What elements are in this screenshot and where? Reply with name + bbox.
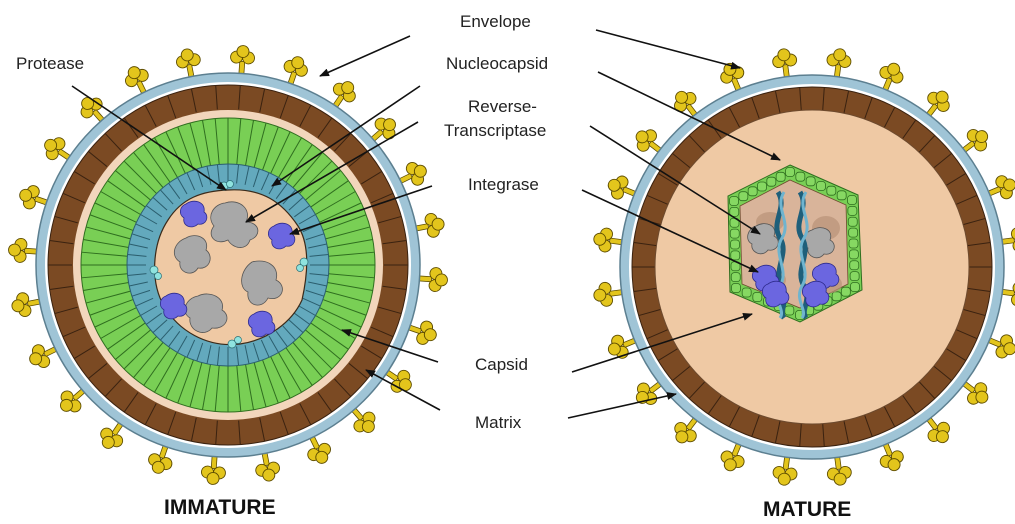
enzyme-blob [802, 281, 829, 307]
title-mature: MATURE [763, 498, 851, 521]
label-protease: Protease [16, 54, 84, 73]
label-integrase: Integrase [468, 175, 539, 194]
label-capsid: Capsid [475, 355, 528, 374]
enzyme-blob [160, 293, 187, 319]
label-matrix: Matrix [475, 413, 522, 432]
enzyme-integrase [268, 223, 295, 249]
enzyme-blob [762, 281, 789, 307]
label-envelope: Envelope [460, 12, 531, 31]
label-reverse-transcriptase-1: Reverse- [468, 97, 537, 116]
enzyme-blob [248, 311, 275, 337]
mature-virion [592, 47, 1015, 486]
label-nucleocapsid: Nucleocapsid [446, 54, 548, 73]
title-immature: IMMATURE [164, 496, 276, 519]
label-reverse-transcriptase-2: Transcriptase [444, 121, 546, 140]
enzyme-reverse-transcriptase [180, 201, 207, 227]
